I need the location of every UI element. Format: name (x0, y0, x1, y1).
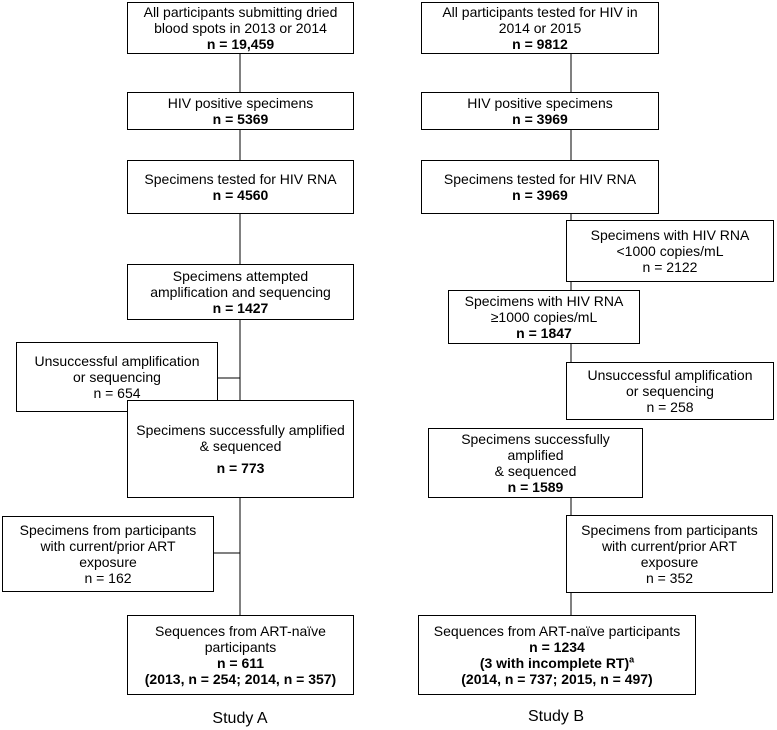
study-a-naive-box: Sequences from ART-naïve participants n … (127, 615, 354, 695)
study-b-high-rna-box: Specimens with HIV RNA ≥1000 copies/mL n… (448, 290, 640, 344)
study-b-low-rna-box: Specimens with HIV RNA <1000 copies/mL n… (566, 220, 774, 282)
study-a-tested-rna-box: Specimens tested for HIV RNA n = 4560 (127, 160, 354, 214)
study-a-art-exposure-box: Specimens from participants with current… (2, 516, 214, 592)
footnote-marker: a (629, 654, 635, 665)
study-a-total-box: All participants submitting dried blood … (127, 2, 354, 54)
study-b-sequenced-box: Specimens successfully amplified & seque… (428, 428, 643, 498)
study-b-naive-box: Sequences from ART-naïve participants n … (418, 615, 696, 695)
study-a-unsuccessful-box: Unsuccessful amplification or sequencing… (16, 342, 218, 412)
study-b-tested-rna-box: Specimens tested for HIV RNA n = 3969 (421, 160, 659, 214)
study-b-unsuccessful-box: Unsuccessful amplification or sequencing… (566, 362, 774, 420)
incomplete-rt-note: (3 with incomplete RT) (479, 655, 630, 671)
study-a-attempted-box: Specimens attempted amplification and se… (127, 264, 354, 320)
study-b-art-exposure-box: Specimens from participants with current… (566, 515, 773, 593)
study-b-positive-box: HIV positive specimens n = 3969 (421, 92, 659, 130)
study-a-caption: Study A (212, 710, 268, 727)
study-a-sequenced-box: Specimens successfully amplified & seque… (127, 400, 354, 498)
study-a-positive-box: HIV positive specimens n = 5369 (127, 92, 354, 130)
study-b-caption: Study B (527, 708, 585, 725)
study-b-total-box: All participants tested for HIV in 2014 … (421, 2, 659, 54)
